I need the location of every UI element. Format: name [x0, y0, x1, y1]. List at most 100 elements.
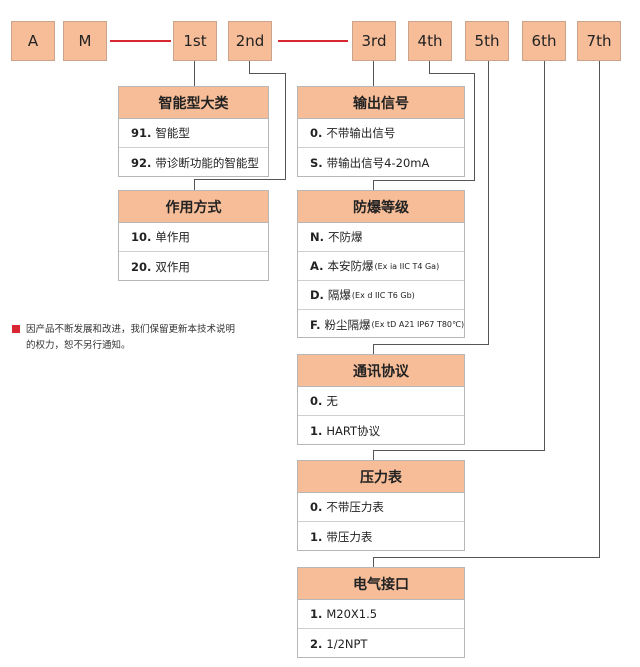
- option-text: 带输出信号4-20mA: [326, 155, 430, 170]
- connector-4th-h2: [373, 180, 475, 181]
- connector-5th-v2: [373, 344, 374, 354]
- option-key: S.: [310, 155, 323, 170]
- group-smart-type: 智能型大类 91. 智能型 92. 带诊断功能的智能型: [118, 86, 269, 177]
- code-box-2nd: 2nd: [228, 21, 272, 61]
- option-key: 0.: [310, 500, 323, 514]
- group-output-signal: 输出信号 0. 不带输出信号 S. 带输出信号4-20mA: [297, 86, 465, 177]
- code-box-a: A: [11, 21, 55, 61]
- option-text: 本安防爆: [327, 259, 374, 273]
- group-action-mode: 作用方式 10. 单作用 20. 双作用: [118, 190, 269, 281]
- group-explosion-proof: 防爆等级 N. 不防爆 A. 本安防爆 (Ex ia IIC T4 Ga) D.…: [297, 190, 465, 338]
- group-explosion-proof-title: 防爆等级: [298, 191, 464, 223]
- connector-3rd: [373, 61, 374, 86]
- code-box-7th: 7th: [577, 21, 621, 61]
- connector-4th-v2: [373, 180, 374, 190]
- connector-7th-h: [373, 557, 600, 558]
- connector-5th: [488, 61, 489, 345]
- group-output-signal-title: 输出信号: [298, 87, 464, 119]
- connector-4th-v: [474, 73, 475, 181]
- code-box-1st: 1st: [173, 21, 217, 61]
- option-row: 0. 无: [298, 387, 464, 416]
- connector-2nd: [249, 61, 250, 74]
- group-pressure-gauge: 压力表 0. 不带压力表 1. 带压力表: [297, 460, 465, 551]
- option-text: 不防爆: [328, 230, 363, 244]
- option-row: N. 不防爆: [298, 223, 464, 252]
- option-text: 粉尘隔爆: [324, 317, 371, 332]
- red-square-bullet-icon: [12, 325, 20, 333]
- option-row: 10. 单作用: [119, 223, 268, 252]
- option-key: 10.: [131, 230, 152, 244]
- option-row: 0. 不带压力表: [298, 493, 464, 522]
- option-key: N.: [310, 230, 324, 244]
- option-key: F.: [310, 317, 321, 332]
- disclaimer-line-1: 因产品不断发展和改进，我们保留更新本技术说明: [26, 324, 236, 335]
- group-electrical-interface-title: 电气接口: [298, 568, 464, 600]
- option-key: 1.: [310, 607, 323, 621]
- connector-1st: [194, 61, 195, 86]
- connector-2nd-v2: [194, 179, 195, 190]
- option-note: (Ex d IIC T6 Gb): [351, 290, 415, 300]
- option-text: HART协议: [326, 423, 381, 438]
- connector-2nd-v: [285, 73, 286, 180]
- option-key: 0.: [310, 126, 323, 140]
- option-text: 隔爆: [327, 288, 351, 302]
- option-row: 1. 带压力表: [298, 522, 464, 551]
- group-smart-type-title: 智能型大类: [119, 87, 268, 119]
- option-key: 20.: [131, 259, 152, 274]
- group-action-mode-title: 作用方式: [119, 191, 268, 223]
- code-box-m: M: [63, 21, 107, 61]
- option-text: 单作用: [155, 230, 190, 244]
- option-key: 0.: [310, 394, 323, 408]
- group-pressure-gauge-title: 压力表: [298, 461, 464, 493]
- group-protocol: 通讯协议 0. 无 1. HART协议: [297, 354, 465, 445]
- option-row: S. 带输出信号4-20mA: [298, 148, 464, 177]
- option-text: 1/2NPT: [326, 636, 368, 651]
- option-row: 92. 带诊断功能的智能型: [119, 148, 268, 177]
- disclaimer-line-2: 的权力，恕不另行通知。: [26, 340, 131, 351]
- option-key: 1.: [310, 423, 323, 438]
- option-note: (Ex tD A21 IP67 T80℃): [371, 320, 464, 329]
- option-key: D.: [310, 288, 324, 302]
- code-box-5th: 5th: [465, 21, 509, 61]
- option-row: 2. 1/2NPT: [298, 629, 464, 658]
- option-text: 不带输出信号: [326, 126, 396, 140]
- option-text: 带压力表: [326, 529, 373, 544]
- option-row: D. 隔爆 (Ex d IIC T6 Gb): [298, 281, 464, 310]
- connector-7th: [599, 61, 600, 558]
- option-row: A. 本安防爆 (Ex ia IIC T4 Ga): [298, 252, 464, 281]
- connector-6th-h: [373, 450, 545, 451]
- connector-4th: [429, 61, 430, 74]
- option-row: 20. 双作用: [119, 252, 268, 281]
- group-electrical-interface: 电气接口 1. M20X1.5 2. 1/2NPT: [297, 567, 465, 658]
- option-row: 1. M20X1.5: [298, 600, 464, 629]
- option-text: 智能型: [155, 126, 190, 140]
- option-key: 91.: [131, 126, 152, 140]
- connector-7th-v2: [373, 557, 374, 567]
- option-row: 1. HART协议: [298, 416, 464, 445]
- group-protocol-title: 通讯协议: [298, 355, 464, 387]
- option-text: 不带压力表: [326, 500, 384, 514]
- connector-2nd-h1: [249, 73, 286, 74]
- option-key: 92.: [131, 155, 152, 170]
- option-text: 带诊断功能的智能型: [155, 155, 259, 170]
- option-text: 无: [326, 394, 338, 408]
- code-box-4th: 4th: [408, 21, 452, 61]
- connector-6th-v2: [373, 450, 374, 460]
- option-text: 双作用: [155, 259, 190, 274]
- option-text: M20X1.5: [326, 607, 378, 621]
- option-key: A.: [310, 259, 324, 273]
- option-key: 1.: [310, 529, 323, 544]
- separator-line-1: [110, 40, 171, 42]
- option-note: (Ex ia IIC T4 Ga): [374, 261, 440, 271]
- connector-5th-h: [373, 344, 489, 345]
- code-box-6th: 6th: [522, 21, 566, 61]
- connector-4th-h1: [429, 73, 475, 74]
- connector-6th: [544, 61, 545, 451]
- option-row: 91. 智能型: [119, 119, 268, 148]
- connector-2nd-h2: [194, 179, 286, 180]
- option-row: 0. 不带输出信号: [298, 119, 464, 148]
- code-box-3rd: 3rd: [352, 21, 396, 61]
- separator-line-2: [278, 40, 348, 42]
- option-row: F. 粉尘隔爆 (Ex tD A21 IP67 T80℃): [298, 310, 464, 339]
- option-key: 2.: [310, 636, 323, 651]
